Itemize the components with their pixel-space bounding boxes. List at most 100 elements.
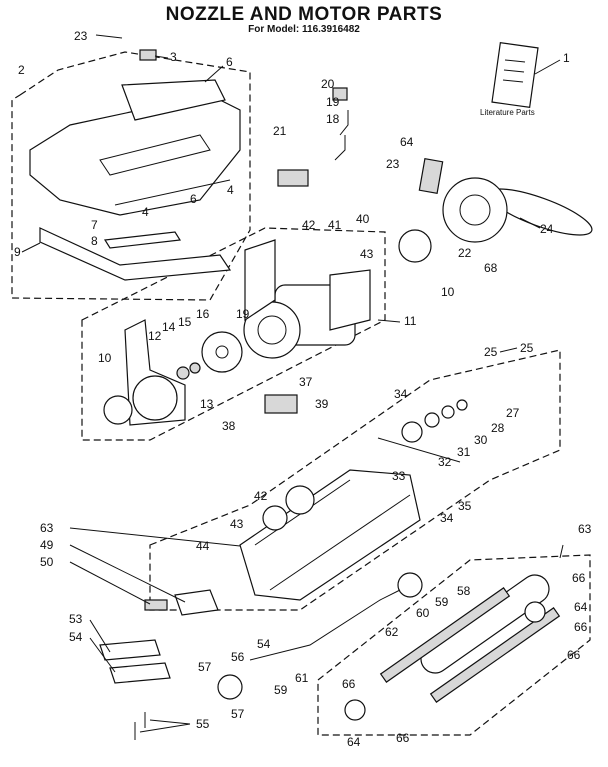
callout: 31 bbox=[457, 445, 471, 459]
callout: 23 bbox=[74, 29, 88, 43]
brush-roll bbox=[379, 574, 561, 703]
callout: 30 bbox=[474, 433, 488, 447]
callout: 68 bbox=[484, 261, 498, 275]
callout: 66 bbox=[396, 731, 410, 745]
callout: 2 bbox=[18, 63, 25, 77]
callout: 62 bbox=[385, 625, 399, 639]
hood-assembly-outline bbox=[11, 51, 251, 301]
callout: 57 bbox=[198, 660, 212, 674]
callout: 39 bbox=[315, 397, 329, 411]
callout: 43 bbox=[360, 247, 374, 261]
wheel-58-right bbox=[397, 572, 423, 598]
fan-impeller bbox=[201, 331, 243, 373]
callout: 44 bbox=[196, 539, 210, 553]
callout: 43 bbox=[230, 517, 244, 531]
callout: 14 bbox=[162, 320, 176, 334]
callout: 33 bbox=[392, 469, 406, 483]
callout: 23 bbox=[386, 157, 400, 171]
brush-assembly-outline bbox=[317, 554, 591, 736]
leader-lines bbox=[21, 34, 564, 733]
callout: 40 bbox=[356, 212, 370, 226]
callout: 18 bbox=[326, 112, 340, 126]
assembly-outlines bbox=[11, 51, 591, 736]
plate-55 bbox=[109, 662, 171, 684]
callout: 15 bbox=[178, 315, 192, 329]
axle-60 bbox=[249, 589, 401, 661]
callout: 49 bbox=[40, 538, 54, 552]
callout: 53 bbox=[69, 612, 83, 626]
callout: 56 bbox=[231, 650, 245, 664]
height-adjuster-49 bbox=[174, 589, 219, 616]
callout: 64 bbox=[400, 135, 414, 149]
motor-body bbox=[243, 239, 371, 359]
callout: 59 bbox=[274, 683, 288, 697]
gasket-10-left bbox=[103, 395, 133, 425]
callout: 12 bbox=[148, 329, 162, 343]
wire-18 bbox=[334, 135, 346, 161]
washer-13 bbox=[176, 366, 190, 380]
callout: 38 bbox=[222, 419, 236, 433]
literature-label: Literature Parts bbox=[480, 108, 535, 117]
fan-housing-ring bbox=[132, 375, 178, 421]
callout: 25 bbox=[520, 341, 534, 355]
callout: 10 bbox=[441, 285, 455, 299]
callout: 7 bbox=[91, 218, 98, 232]
belt-guard bbox=[442, 177, 508, 243]
callout: 54 bbox=[69, 630, 83, 644]
callout: 66 bbox=[342, 677, 356, 691]
callout: 64 bbox=[347, 735, 361, 749]
callout: 57 bbox=[231, 707, 245, 721]
nozzle-top-cover bbox=[121, 79, 226, 121]
callout: 27 bbox=[506, 406, 520, 420]
callout: 63 bbox=[40, 521, 54, 535]
callout: 9 bbox=[14, 245, 21, 259]
callout: 4 bbox=[142, 205, 149, 219]
callout: 22 bbox=[458, 246, 472, 260]
washer-27 bbox=[456, 399, 468, 411]
callout: 19 bbox=[236, 307, 250, 321]
callout: 28 bbox=[491, 421, 505, 435]
plate-54 bbox=[99, 639, 161, 661]
pedal-50 bbox=[144, 599, 168, 611]
duct-seal-40 bbox=[285, 485, 315, 515]
page-title: NOZZLE AND MOTOR PARTS bbox=[165, 4, 443, 25]
callout: 61 bbox=[295, 671, 309, 685]
motor-assembly-outline bbox=[81, 227, 386, 441]
callout: 42 bbox=[254, 489, 268, 503]
callout: 24 bbox=[540, 222, 554, 236]
wire-19 bbox=[339, 110, 349, 136]
bracket-21 bbox=[277, 169, 309, 187]
end-cap-63-right bbox=[524, 601, 546, 623]
callout: 60 bbox=[416, 606, 430, 620]
callout: 6 bbox=[190, 192, 197, 206]
wheel-58-left bbox=[217, 674, 243, 700]
callout: 42 bbox=[302, 218, 316, 232]
bumper-strip bbox=[103, 231, 182, 249]
nozzle-base-outline bbox=[149, 349, 561, 611]
callout: 32 bbox=[438, 455, 452, 469]
belt-guard-inner bbox=[459, 194, 491, 226]
switch-20 bbox=[332, 87, 348, 101]
callout: 63 bbox=[578, 522, 592, 536]
end-cap-63-left bbox=[344, 699, 366, 721]
callout: 34 bbox=[440, 511, 454, 525]
callout: 4 bbox=[227, 183, 234, 197]
callout: 35 bbox=[458, 499, 472, 513]
callout: 66 bbox=[567, 648, 581, 662]
gasket-10-right bbox=[398, 229, 432, 263]
callout: 13 bbox=[200, 397, 214, 411]
washer-28 bbox=[441, 405, 455, 419]
callout-labels: 23 2 3 6 1 Literature Parts 6 4 4 7 8 9 … bbox=[14, 29, 592, 749]
callout: 6 bbox=[226, 55, 233, 69]
callout: 8 bbox=[91, 234, 98, 248]
filter-69 bbox=[418, 157, 444, 195]
callout: 11 bbox=[404, 314, 417, 328]
model-number: For Model: 116.3916482 bbox=[248, 24, 360, 35]
hood-bumper bbox=[39, 227, 232, 281]
callout: 20 bbox=[321, 77, 335, 91]
callout: 50 bbox=[40, 555, 54, 569]
callout: 55 bbox=[196, 717, 210, 731]
callout: 16 bbox=[196, 307, 210, 321]
callout: 37 bbox=[299, 375, 313, 389]
callout: 58 bbox=[457, 584, 471, 598]
